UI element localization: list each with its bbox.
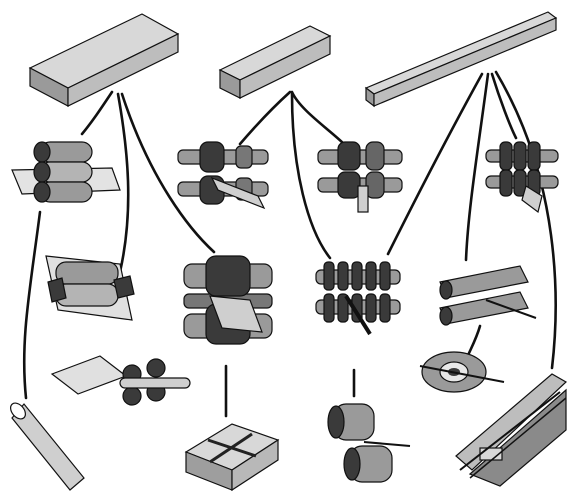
three-high-plate-rolls-icon xyxy=(11,141,121,203)
tapered-piercing-rolls-icon xyxy=(439,265,537,326)
connector-plate-to-pipe xyxy=(22,210,42,400)
connector-billet-to-grooved-c xyxy=(490,72,518,140)
long-billet-icon xyxy=(364,11,558,108)
connector-bloom-to-bar-rolls xyxy=(290,92,332,260)
connector-slab-to-plate-rolls xyxy=(80,90,114,136)
bloom-billet-icon xyxy=(218,25,332,99)
strapped-plate-bundle-icon xyxy=(184,423,280,492)
connector-billet-to-piercing xyxy=(464,72,490,262)
connector-bloom-to-grooved-b xyxy=(290,90,346,146)
grooved-roll-stand-icon xyxy=(177,141,269,210)
sheet-roll-stand-icon xyxy=(45,255,135,321)
connector-bloom-to-grooved-a xyxy=(238,90,292,146)
wire-rod-rolls-icon xyxy=(327,403,411,483)
grooved-roll-stand-icon xyxy=(485,141,559,214)
connector-slab-to-sheet-rolls xyxy=(116,92,130,274)
tube-die-icon xyxy=(419,351,505,393)
slab-billet-icon xyxy=(28,13,180,107)
connector-slab-to-rail-rolls xyxy=(120,92,216,254)
connector-billet-to-bar-rolls xyxy=(386,72,484,256)
connector-billet-to-wire-line xyxy=(494,70,557,370)
skelp-forming-rolls-icon xyxy=(50,355,191,406)
wire-drawing-line-icon xyxy=(455,373,568,487)
multi-groove-roll-stand-icon xyxy=(315,261,401,336)
pipe-product-icon xyxy=(10,402,85,491)
grooved-roll-stand-icon xyxy=(317,141,403,213)
profile-roll-stand-icon xyxy=(183,255,273,345)
